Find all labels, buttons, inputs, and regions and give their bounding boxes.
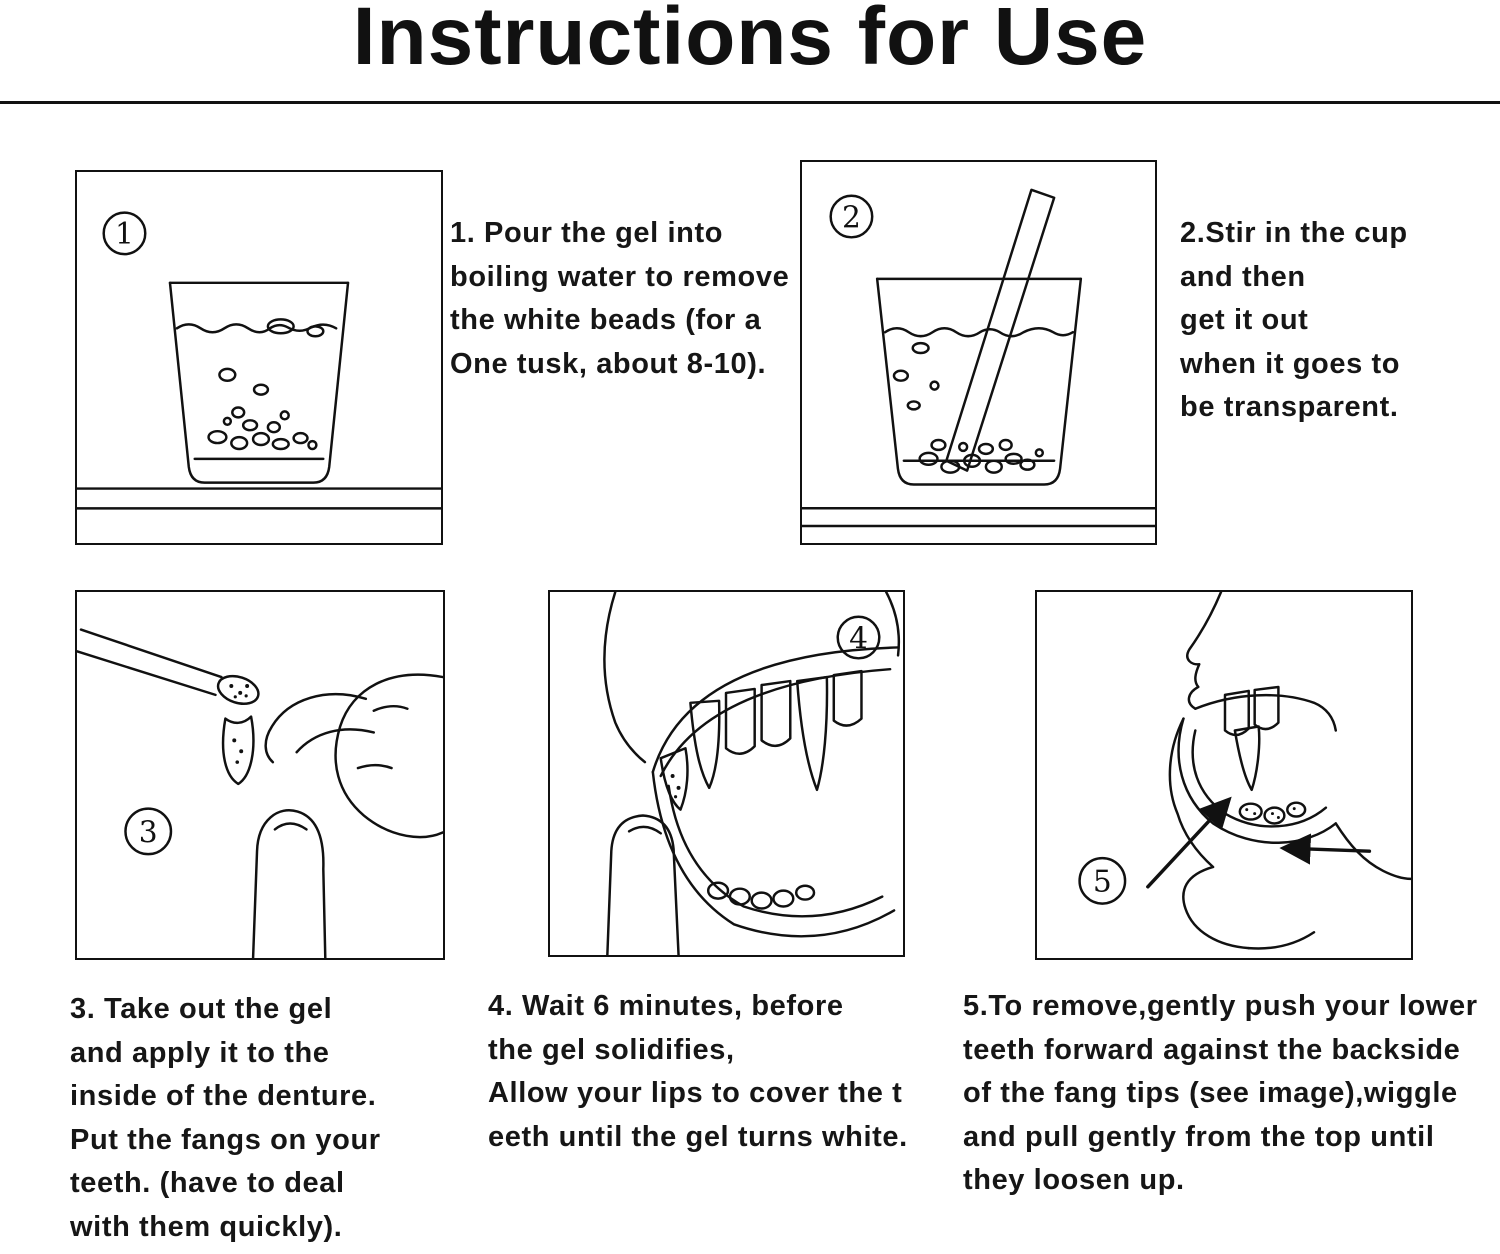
step-2-number: 2 [842, 199, 861, 234]
step-5-caption: 5.To remove,gently push your lower teeth… [963, 990, 1478, 1196]
push-up-arrow [1146, 796, 1232, 889]
step-5-illustration-frame: 5 [1035, 590, 1413, 960]
step-3-number: 3 [139, 814, 158, 849]
step-1-number-circle [102, 211, 147, 256]
cup-stirring-illustration: 2 [802, 188, 1155, 528]
hand-applying-gel-illustration: 3 [77, 628, 443, 958]
step-1-number: 1 [115, 216, 134, 251]
step-1-caption: 1. Pour the gel into boiling water to re… [450, 217, 790, 380]
push-left-arrow [1279, 833, 1372, 865]
step-2-caption: 2.Stir in the cup and then get it out wh… [1180, 217, 1408, 423]
cup-with-beads-illustration: 1 [77, 211, 441, 510]
title-divider [0, 101, 1500, 104]
step-4-illustration-frame: 4 [548, 590, 905, 957]
step-2-number-circle [829, 194, 874, 239]
fang-removal-profile-illustration: 5 [1078, 592, 1411, 950]
step-2-illustration-frame: 2 [800, 160, 1157, 545]
mouth-with-fangs-illustration: 4 [603, 592, 901, 955]
step-1-illustration-frame: 1 [75, 170, 443, 545]
step-3-caption: 3. Take out the gel and apply it to the … [70, 993, 381, 1243]
step-3-number-circle [124, 807, 173, 856]
step-4-caption: 4. Wait 6 minutes, before the gel solidi… [488, 990, 908, 1153]
step-4-number: 4 [849, 620, 868, 655]
page-title: Instructions for Use [352, 0, 1148, 82]
step-5-number-circle [1078, 856, 1127, 905]
step-4-number-circle [836, 615, 881, 660]
step-3-illustration-frame: 3 [75, 590, 445, 960]
step-5-number: 5 [1093, 864, 1112, 899]
